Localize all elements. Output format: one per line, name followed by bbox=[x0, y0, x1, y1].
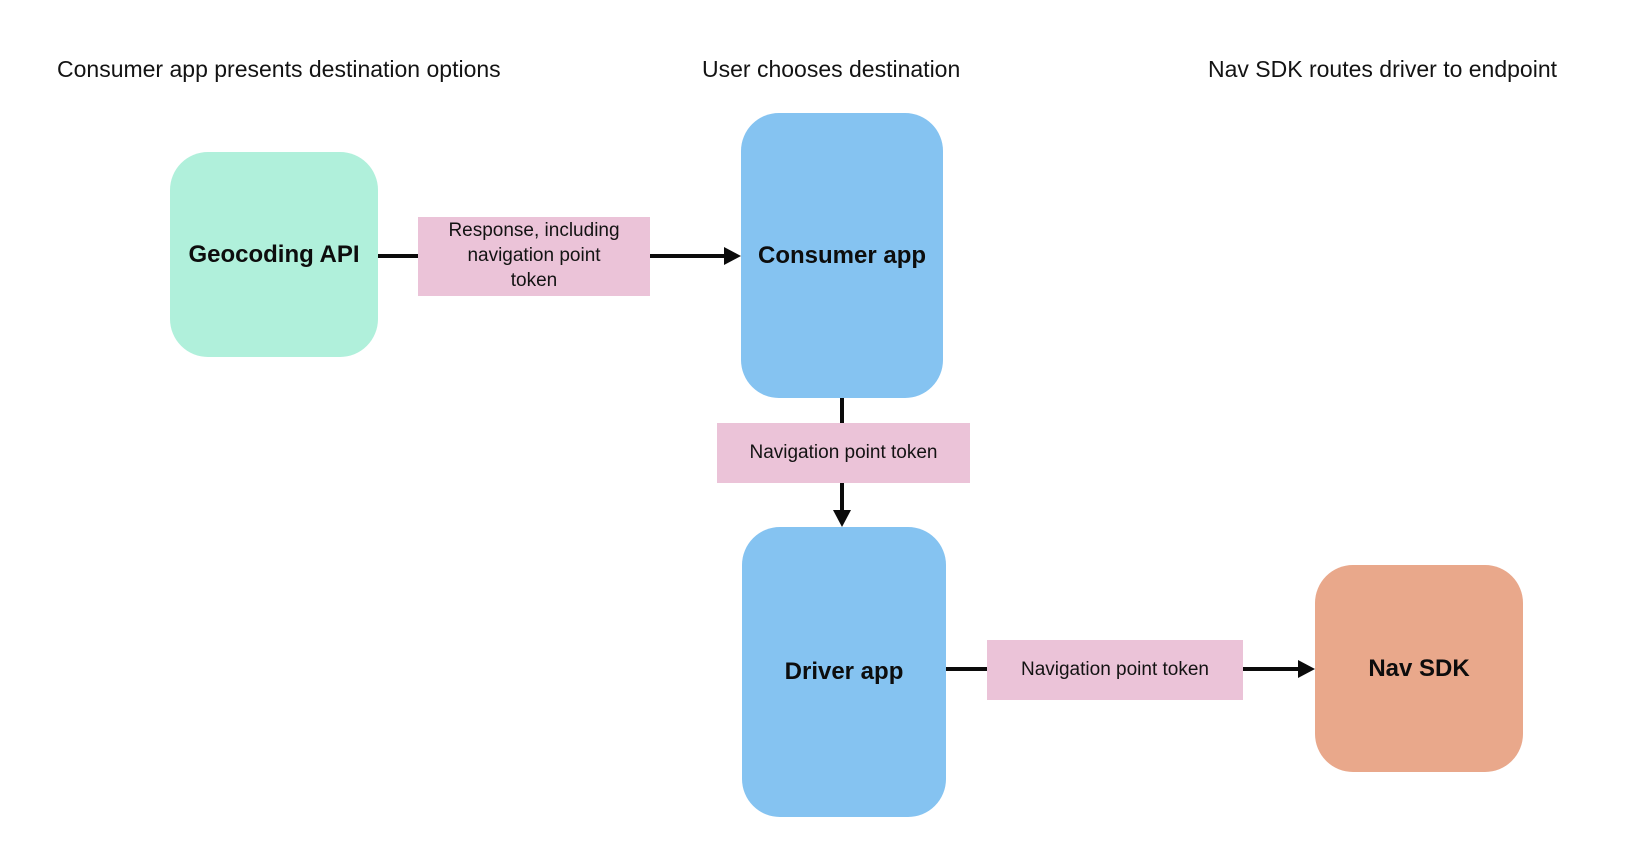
edge-label-response-including-token: Response, including navigation point tok… bbox=[418, 217, 650, 296]
node-geocoding-api: Geocoding API bbox=[170, 152, 378, 357]
edge-label-navigation-point-token-vertical: Navigation point token bbox=[717, 423, 970, 483]
column-header-consumer-presents: Consumer app presents destination option… bbox=[57, 56, 501, 82]
node-geocoding-api-label: Geocoding API bbox=[188, 240, 360, 268]
node-driver-app-label: Driver app bbox=[784, 658, 904, 685]
arrowhead-right-icon bbox=[724, 247, 741, 265]
node-driver-app: Driver app bbox=[742, 527, 946, 817]
node-nav-sdk-label: Nav SDK bbox=[1368, 654, 1470, 682]
node-nav-sdk: Nav SDK bbox=[1315, 565, 1523, 772]
arrowhead-down-icon bbox=[833, 510, 851, 527]
arrowhead-right-icon bbox=[1298, 660, 1315, 678]
node-consumer-app: Consumer app bbox=[741, 113, 943, 398]
column-header-navsdk-routes: Nav SDK routes driver to endpoint bbox=[1208, 56, 1558, 82]
column-header-user-chooses: User chooses destination bbox=[702, 56, 961, 82]
edge-label-navigation-point-token-horizontal: Navigation point token bbox=[987, 640, 1243, 700]
node-consumer-app-label: Consumer app bbox=[757, 241, 927, 269]
